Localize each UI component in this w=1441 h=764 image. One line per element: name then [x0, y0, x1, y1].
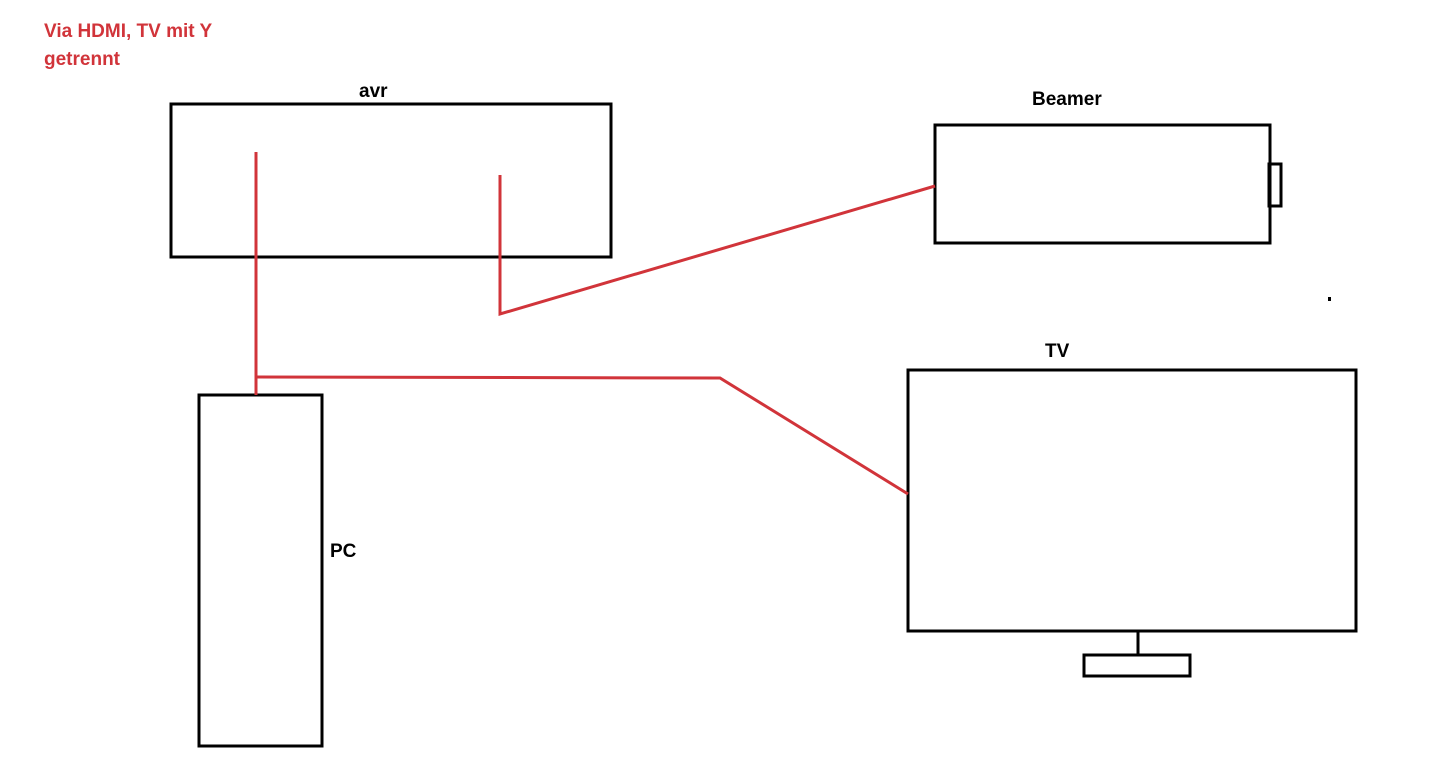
- cable-avr-to-beamer: [498, 175, 936, 317]
- beamer-label: Beamer: [1032, 89, 1102, 110]
- tv-label: TV: [1045, 341, 1070, 362]
- beamer-box: [933, 123, 1272, 245]
- avr-box: [169, 102, 613, 259]
- cable-split-to-tv: [255, 375, 909, 496]
- stray-dot: [1328, 297, 1331, 301]
- beamer-lens: [1267, 162, 1283, 208]
- caption-line-1: Via HDMI, TV mit Y: [44, 21, 213, 42]
- avr-label: avr: [359, 81, 388, 102]
- caption-line-2: getrennt: [44, 49, 120, 70]
- pc-label: PC: [330, 541, 357, 562]
- diagram-caption: Via HDMI, TV mit Y getrennt: [44, 18, 304, 74]
- tv-box: [906, 368, 1358, 633]
- tv-stand-base: [1082, 653, 1192, 678]
- pc-box: [197, 393, 324, 748]
